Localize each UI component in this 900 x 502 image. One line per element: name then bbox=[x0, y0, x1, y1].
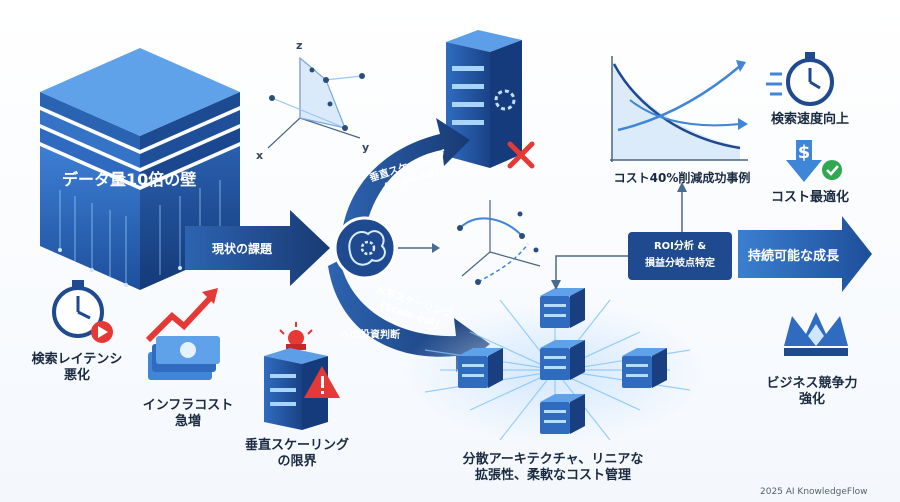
vertical-limit-label: 垂直スケーリング の限界 bbox=[232, 438, 362, 470]
biz-label: ビジネス競争力 強化 bbox=[752, 376, 872, 408]
axis-y-label: y bbox=[362, 141, 370, 154]
data-cube bbox=[40, 48, 240, 290]
infra-cost-label: インフラコスト 急増 bbox=[128, 398, 248, 430]
current-issues-label: 現状の課題 bbox=[212, 242, 273, 256]
network-node bbox=[540, 394, 585, 434]
cost-opt-label: コスト最適化 bbox=[770, 190, 849, 205]
dollar-down-icon: $ bbox=[786, 140, 842, 182]
distributed-network bbox=[405, 288, 705, 442]
distributed-line2: 拡張性、柔軟なコスト管理 bbox=[474, 468, 631, 483]
network-node bbox=[540, 288, 585, 328]
cube-circuit-lines bbox=[59, 180, 221, 285]
axes-3d-top bbox=[267, 56, 363, 149]
speed-up-label: 検索速度向上 bbox=[770, 112, 849, 127]
axes-3d-top-points bbox=[269, 67, 365, 131]
network-node bbox=[458, 348, 503, 388]
distributed-label: 分散アーキテクチャ、リニアな 拡張性、柔軟なコスト管理 bbox=[448, 452, 658, 484]
fail-x-icon bbox=[507, 141, 535, 169]
connector-arrowhead-down bbox=[551, 280, 561, 290]
axis-x-label: x bbox=[256, 149, 264, 162]
svg-text:$: $ bbox=[798, 142, 811, 163]
latency-label-line1: 検索レイテンシ bbox=[31, 352, 123, 367]
cost-case-label: コスト40%削減成功事例 bbox=[613, 171, 751, 185]
biz-line2: 強化 bbox=[798, 392, 825, 407]
stopwatch-icon bbox=[766, 52, 834, 106]
cost-curve-chart bbox=[610, 56, 748, 162]
vertical-limit-line2: の限界 bbox=[277, 454, 317, 469]
brain-gear-icon bbox=[333, 216, 397, 280]
copyright-text: 2025 AI KnowledgeFlow bbox=[760, 487, 868, 497]
network-node bbox=[540, 340, 585, 380]
sustainable-growth-label: 持続可能な成長 bbox=[748, 249, 840, 264]
rising-cost-icon bbox=[145, 288, 220, 380]
middle-connector-arrow bbox=[398, 243, 440, 253]
roi-label: ROI分析 & 損益分岐点特定 bbox=[628, 238, 732, 272]
axis-z-label: z bbox=[296, 39, 303, 52]
cube-circuit-dots bbox=[58, 248, 222, 287]
roi-line2: 損益分岐点特定 bbox=[645, 258, 715, 269]
axes-3d-middle bbox=[459, 200, 541, 283]
crown-icon bbox=[784, 312, 848, 356]
latency-label: 検索レイテンシ 悪化 bbox=[18, 352, 136, 384]
limit-server-icon bbox=[264, 322, 340, 430]
vertical-limit-line1: 垂直スケーリング bbox=[244, 438, 349, 453]
cube-front-face bbox=[40, 146, 140, 290]
cube-layers bbox=[40, 48, 240, 186]
infra-cost-line1: インフラコスト bbox=[142, 398, 234, 413]
latency-stopwatch-icon bbox=[52, 280, 113, 343]
axes-3d-middle-points bbox=[457, 211, 539, 285]
distributed-line1: 分散アーキテクチャ、リニアな bbox=[462, 452, 644, 467]
connector-arrowhead-up bbox=[677, 182, 687, 192]
scale-up-arrow bbox=[342, 118, 470, 236]
roi-line1: ROI分析 & bbox=[653, 241, 707, 252]
biz-line1: ビジネス競争力 bbox=[766, 376, 858, 391]
roi-box bbox=[628, 232, 732, 280]
sustainable-growth-arrow bbox=[738, 216, 872, 292]
current-issues-arrow bbox=[185, 210, 330, 286]
network-node bbox=[622, 348, 667, 388]
invest-decision-label: への投資判断 bbox=[340, 330, 400, 341]
latency-label-line2: 悪化 bbox=[63, 368, 90, 383]
data-wall-title: データ量10倍の壁 bbox=[62, 170, 197, 189]
infra-cost-line2: 急増 bbox=[174, 414, 201, 429]
roi-connector-lines bbox=[555, 190, 683, 282]
